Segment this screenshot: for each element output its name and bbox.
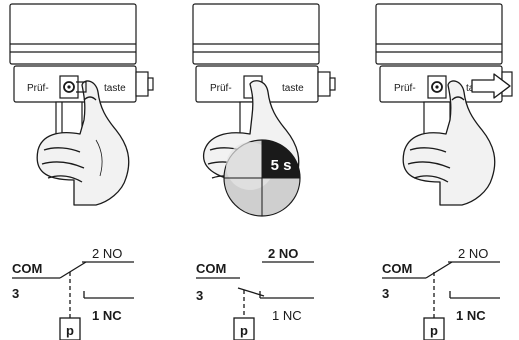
nc-label: 1 NC [456, 308, 486, 323]
thumb-press-icon [36, 80, 130, 206]
com-number: 3 [196, 288, 203, 303]
button-label-right: taste [104, 83, 126, 94]
switch-blade [59, 261, 87, 279]
coil-label: p [240, 323, 248, 338]
relay-housing-icon [9, 3, 154, 139]
test-button[interactable] [427, 75, 447, 99]
contact-schematic-1 [12, 261, 134, 340]
coil-p-icon [233, 317, 255, 340]
button-label-right: taste [282, 83, 304, 94]
panel-2: Prüf- taste 5 s COM 3 2 NO [192, 3, 336, 340]
button-label-left: Prüf- [210, 83, 232, 94]
com-label: COM [196, 261, 226, 276]
timer-5s-icon [223, 139, 301, 217]
coil-p-icon [423, 317, 445, 340]
coil-p-icon [59, 317, 81, 340]
nc-label: 1 NC [272, 308, 302, 323]
no-label: 2 NO [92, 246, 122, 261]
test-button[interactable] [59, 75, 79, 99]
contact-schematic-3 [382, 261, 500, 340]
switch-blade [425, 261, 453, 279]
no-label: 2 NO [458, 246, 488, 261]
button-label-left: Prüf- [394, 83, 416, 94]
nc-label: 1 NC [92, 308, 122, 323]
panel-3: Prüf- taste COM 3 2 NO 1 NC p [375, 3, 513, 340]
timer-badge: 5 s [271, 157, 292, 174]
button-label-left: Prüf- [27, 83, 49, 94]
slide-arrow-icon [471, 73, 511, 99]
thumb-press-icon [402, 80, 496, 206]
coil-label: p [430, 323, 438, 338]
no-label: 2 NO [268, 246, 298, 261]
contact-schematic-2 [196, 261, 314, 340]
com-label: COM [382, 261, 412, 276]
panel-1: Prüf- taste COM 3 2 NO 1 NC p [9, 3, 154, 340]
coil-label: p [66, 323, 74, 338]
com-number: 3 [12, 286, 19, 301]
com-label: COM [12, 261, 42, 276]
com-number: 3 [382, 286, 389, 301]
relay-housing-icon [375, 3, 513, 139]
